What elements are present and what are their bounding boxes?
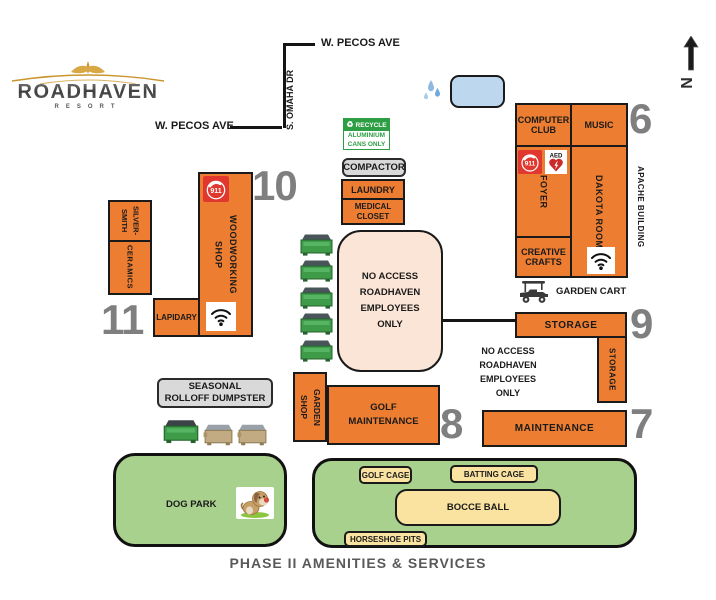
e911-icon: 911 <box>203 176 229 202</box>
dumpster-icon <box>298 310 335 336</box>
logo-swoosh <box>11 74 165 82</box>
road-line-omaha <box>283 43 286 128</box>
page-title: PHASE II AMENITIES & SERVICES <box>229 555 487 571</box>
dumpster-icon <box>236 420 269 447</box>
svg-text:911: 911 <box>210 188 221 195</box>
aed-icon: AED <box>545 150 567 174</box>
maintenance-building: MAINTENANCE <box>482 410 627 447</box>
road-pecos-left-label: W. PECOS AVE <box>155 120 234 132</box>
phoenix-icon <box>71 61 105 74</box>
dog-park-label: DOG PARK <box>166 499 217 510</box>
music-room: MUSIC <box>570 103 628 147</box>
building-6-number: 6 <box>629 95 652 142</box>
laundry-room: LAUNDRY <box>341 179 405 200</box>
bocce-ball-court: BOCCE BALL <box>395 489 561 526</box>
roadhaven-logo: ROADHAVEN RESORT <box>6 56 170 112</box>
road-line-pecos-top <box>283 43 315 46</box>
wifi-icon <box>206 302 236 331</box>
dumpster-icon <box>202 420 235 447</box>
logo-name: ROADHAVEN <box>18 81 159 103</box>
ceramics-room: CERAMICS <box>108 240 152 295</box>
building-11-number: 11 <box>101 296 144 343</box>
pool-area <box>450 75 505 108</box>
storage-south-building: STORAGE <box>597 336 627 403</box>
computer-club-room: COMPUTER CLUB <box>515 103 572 147</box>
road-line-pecos-left <box>230 126 282 129</box>
recycle-icon: ♻ <box>346 120 354 129</box>
apache-building-label: APACHE BUILDING <box>636 166 645 248</box>
dumpster-icon <box>298 231 335 257</box>
e911-icon: 911 <box>518 150 542 174</box>
lapidary-room: LAPIDARY <box>153 298 200 337</box>
road-omaha-label: S. OMAHA DR <box>285 69 295 130</box>
north-arrow-icon <box>680 36 702 72</box>
wifi-icon <box>587 247 615 274</box>
yard-connector-line <box>443 319 516 322</box>
building-10-number: 10 <box>252 162 298 209</box>
road-pecos-top-label: W. PECOS AVE <box>321 37 400 49</box>
silversmith-room: SILVER-SMITH <box>108 200 152 242</box>
dog-park-area: DOG PARK <box>113 453 287 547</box>
garden-cart-label: GARDEN CART <box>556 286 627 297</box>
recycle-header-label: RECYCLE <box>355 121 387 129</box>
compass-n-label: N <box>679 77 696 89</box>
building-9-number: 9 <box>630 300 653 347</box>
logo-subtitle: RESORT <box>54 104 121 110</box>
water-drops-icon <box>420 76 446 104</box>
horseshoe-pits: HORSESHOE PITS <box>344 531 427 547</box>
compactor-sign: COMPACTOR <box>342 158 406 177</box>
svg-text:911: 911 <box>525 161 536 168</box>
storage-east-building: STORAGE <box>515 312 627 338</box>
dumpster-icon <box>298 284 335 310</box>
garden-cart-icon <box>516 279 552 305</box>
svg-text:AED: AED <box>550 154 563 160</box>
building-7-number: 7 <box>630 400 653 447</box>
golf-cage: GOLF CAGE <box>359 466 412 484</box>
dumpster-icon <box>161 416 201 445</box>
sports-area: GOLF CAGE BATTING CAGE BOCCE BALL HORSES… <box>312 458 637 548</box>
dog-icon <box>236 487 274 519</box>
creative-crafts-room: CREATIVE CRAFTS <box>515 236 572 278</box>
building-8-number: 8 <box>440 400 463 447</box>
batting-cage: BATTING CAGE <box>450 465 538 483</box>
dumpster-icon <box>298 337 335 363</box>
dumpster-icon <box>298 257 335 283</box>
